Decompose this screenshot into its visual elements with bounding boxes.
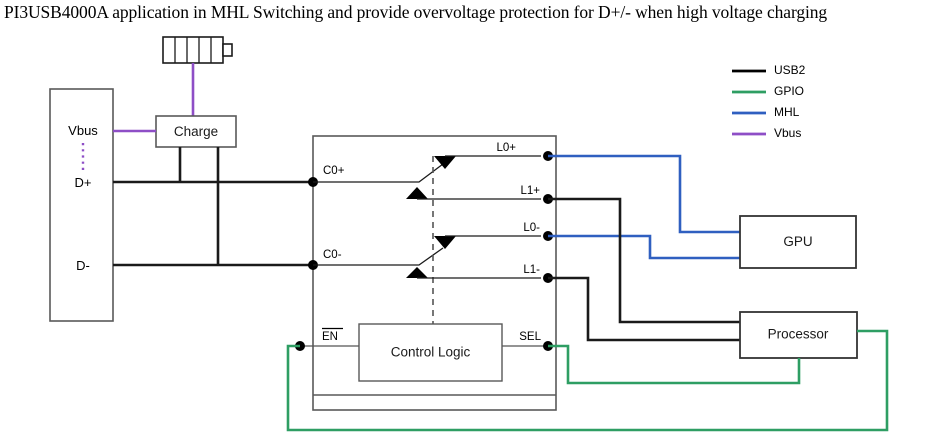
pin-label-c0m: C0- [323,249,342,261]
gpu-block-label: GPU [783,234,812,249]
port-label-dplus: D+ [75,175,92,190]
gpu-block [739,215,857,269]
pin-label-sel: SEL [519,331,541,343]
charge-block-label: Charge [174,124,218,139]
battery-icon [162,36,233,64]
control-logic-label: Control Logic [391,345,471,360]
wire-mhl-l0m-to-gpu [548,234,740,260]
switch-contact-l0p [434,155,541,169]
pin-label-c0p: C0+ [323,165,345,177]
pin-label-en: EN [322,331,338,343]
legend: USB2 GPIO MHL Vbus [732,63,806,140]
usb-connector-body [49,88,114,322]
wire-usb2-l1m-to-processor [548,276,740,342]
wire-mhl-l0p-to-gpu [548,154,740,234]
switch-arm-c0p [313,163,444,183]
pin-label-l0p: L0+ [496,142,516,154]
charge-block [155,115,237,148]
switch-contact-l1p [406,187,541,200]
switch-contact-l0m [434,235,541,249]
pin-label-en-group: EN [322,327,343,343]
legend-label-mhl: MHL [774,105,800,119]
port-label-vbus: Vbus [68,123,98,138]
pin-label-l1p: L1+ [520,185,540,197]
wire-gpio-sel-to-processor [548,344,801,385]
legend-label-gpio: GPIO [774,84,804,98]
page-title: PI3USB4000A application in MHL Switching… [4,2,828,22]
switch-arm-c0m [313,247,444,266]
legend-label-usb2: USB2 [774,63,806,77]
wire-gpio-en-to-processor [286,329,889,432]
legend-label-vbus: Vbus [774,126,801,140]
port-label-dminus: D- [76,258,90,273]
pin-label-l0m: L0- [523,222,540,234]
switch-contact-l1m [406,267,541,279]
processor-block-label: Processor [768,327,829,342]
control-logic-block [358,323,503,382]
pin-label-l1m: L1- [523,264,540,276]
wire-usb2-l1p-to-processor [548,197,740,324]
processor-block [739,311,858,359]
